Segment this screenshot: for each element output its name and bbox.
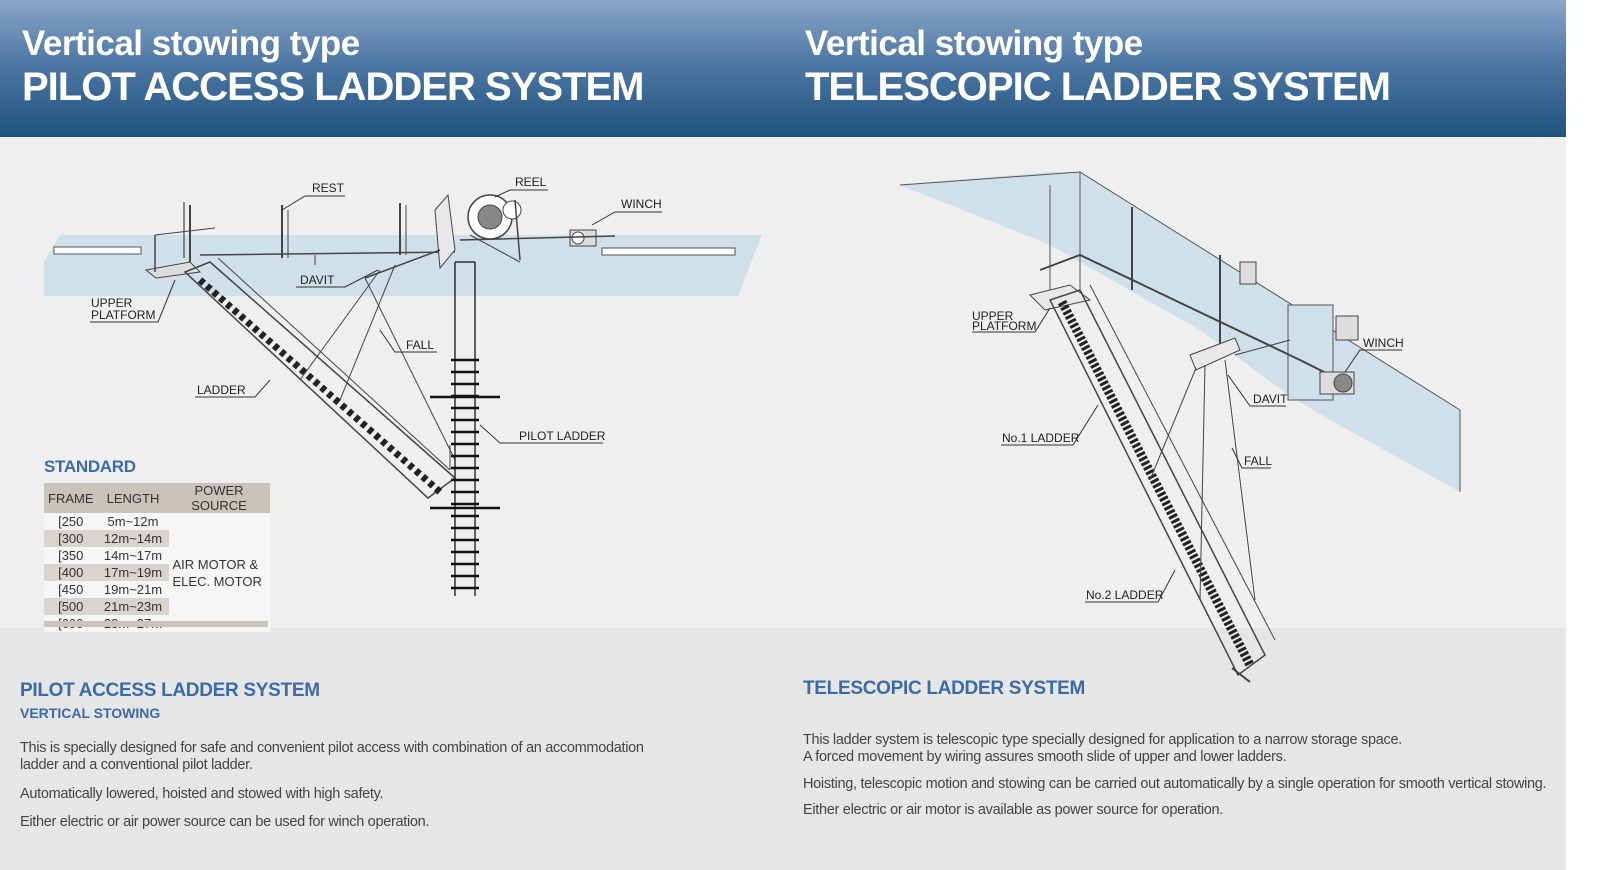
frame-cell: [300: [44, 530, 98, 547]
length-cell: 14m~17m: [97, 547, 169, 564]
table-row: [400 17m~19m: [44, 564, 270, 581]
table-row: [600 23m~27m: [44, 615, 270, 632]
header-banner: Vertical stowing type PILOT ACCESS LADDE…: [0, 0, 1566, 137]
length-cell: 12m~14m: [97, 530, 169, 547]
left-paragraph-1: This is specially designed for safe and …: [20, 740, 644, 774]
left-deck-rail-right: [601, 247, 736, 256]
right-section-title: TELESCOPIC LADDER SYSTEM: [803, 678, 1086, 699]
left-section-subtitle: VERTICAL STOWING: [20, 705, 161, 721]
label-right-winch: WINCH: [1363, 336, 1404, 350]
power-source-line1: AIR MOTOR &: [172, 556, 259, 572]
right-p1-line2: A forced movement by wiring assures smoo…: [803, 749, 1287, 765]
left-paragraph-2: Automatically lowered, hoisted and stowe…: [20, 786, 384, 802]
label-no1-ladder: No.1 LADDER: [1002, 431, 1080, 445]
right-paragraph-3: Either electric or air motor is availabl…: [803, 802, 1224, 818]
left-deck-rail-left: [53, 246, 142, 255]
standard-table-footer: [44, 621, 268, 627]
right-margin: [1566, 0, 1600, 870]
header-left: Vertical stowing type PILOT ACCESS LADDE…: [22, 24, 644, 110]
length-cell: 19m~21m: [97, 581, 169, 598]
label-right-davit: DAVIT: [1253, 392, 1288, 406]
frame-cell: [400: [44, 564, 98, 581]
right-davit: [1189, 337, 1241, 371]
right-diagram: UPPER PLATFORM WINCH DAVIT No.1 LADDER F…: [899, 171, 1461, 683]
frame-cell: [500: [44, 598, 98, 615]
text-area: [0, 628, 1566, 870]
header-right: Vertical stowing type TELESCOPIC LADDER …: [805, 24, 1391, 110]
label-ladder: LADDER: [197, 383, 246, 397]
label-right-fall: FALL: [1244, 454, 1272, 468]
left-diagram: REST REEL WINCH DAVIT UPPER PLATFORM FAL…: [44, 175, 762, 596]
label-right-upper-platform-2: PLATFORM: [972, 319, 1036, 333]
length-cell: 21m~23m: [97, 598, 169, 615]
power-source-line2: ELEC. MOTOR: [172, 573, 262, 589]
table-row: [500 21m~23m: [44, 598, 270, 615]
table-row: [300 12m~14m: [44, 530, 270, 547]
header-left-title: PILOT ACCESS LADDER SYSTEM: [22, 65, 644, 109]
standard-title: STANDARD: [44, 457, 136, 476]
power-source-cell: AIR MOTOR & ELEC. MOTOR: [168, 513, 270, 632]
length-cell: 5m~12m: [97, 513, 169, 530]
diagrams-svg: REST REEL WINCH DAVIT UPPER PLATFORM FAL…: [44, 171, 1461, 683]
left-p1-line1: This is specially designed for safe and …: [20, 740, 644, 756]
standard-header-row: FRAME LENGTH POWER SOURCE: [44, 483, 270, 513]
left-deck: [44, 235, 762, 296]
label-rest: REST: [312, 181, 345, 195]
header-left-subtitle: Vertical stowing type: [22, 24, 360, 63]
label-upper-platform-2: PLATFORM: [91, 308, 155, 322]
right-paragraph-2: Hoisting, telescopic motion and stowing …: [803, 776, 1547, 792]
label-upper-platform-1: UPPER: [91, 296, 133, 310]
frame-cell: [450: [44, 581, 98, 598]
telescopic-ladder: [1048, 284, 1276, 683]
header-right-title: TELESCOPIC LADDER SYSTEM: [805, 65, 1391, 109]
label-fall: FALL: [406, 338, 434, 352]
standard-table: FRAME LENGTH POWER SOURCE [250 5m~12m AI…: [44, 483, 270, 632]
table-row: [250 5m~12m AIR MOTOR & ELEC. MOTOR: [44, 513, 270, 632]
frame-cell: [350: [44, 547, 98, 564]
left-paragraph-3: Either electric or air power source can …: [20, 814, 430, 830]
table-row: [350 14m~17m: [44, 547, 270, 564]
right-p1-line1: This ladder system is telescopic type sp…: [803, 732, 1402, 748]
frame-cell: [250: [44, 513, 98, 530]
label-right-upper-platform-1: UPPER: [972, 309, 1014, 323]
left-section-title: PILOT ACCESS LADDER SYSTEM: [20, 680, 320, 701]
davit: [434, 193, 456, 270]
label-reel: REEL: [515, 175, 547, 189]
col-power: POWER SOURCE: [168, 483, 270, 513]
label-left-winch: WINCH: [621, 197, 662, 211]
label-pilot-ladder: PILOT LADDER: [519, 429, 606, 443]
right-hull: [900, 172, 1460, 492]
right-paragraph-1: This ladder system is telescopic type sp…: [803, 732, 1402, 766]
pilot-ladder: [430, 261, 500, 596]
upper-platform: [144, 261, 202, 279]
left-p1-line2: ladder and a conventional pilot ladder.: [20, 757, 253, 773]
label-davit: DAVIT: [300, 273, 335, 287]
col-frame: FRAME: [44, 483, 98, 513]
table-row: [450 19m~21m: [44, 581, 270, 598]
col-length: LENGTH: [97, 483, 169, 513]
length-cell: 17m~19m: [97, 564, 169, 581]
label-no2-ladder: No.2 LADDER: [1086, 588, 1164, 602]
header-right-subtitle: Vertical stowing type: [805, 24, 1143, 63]
